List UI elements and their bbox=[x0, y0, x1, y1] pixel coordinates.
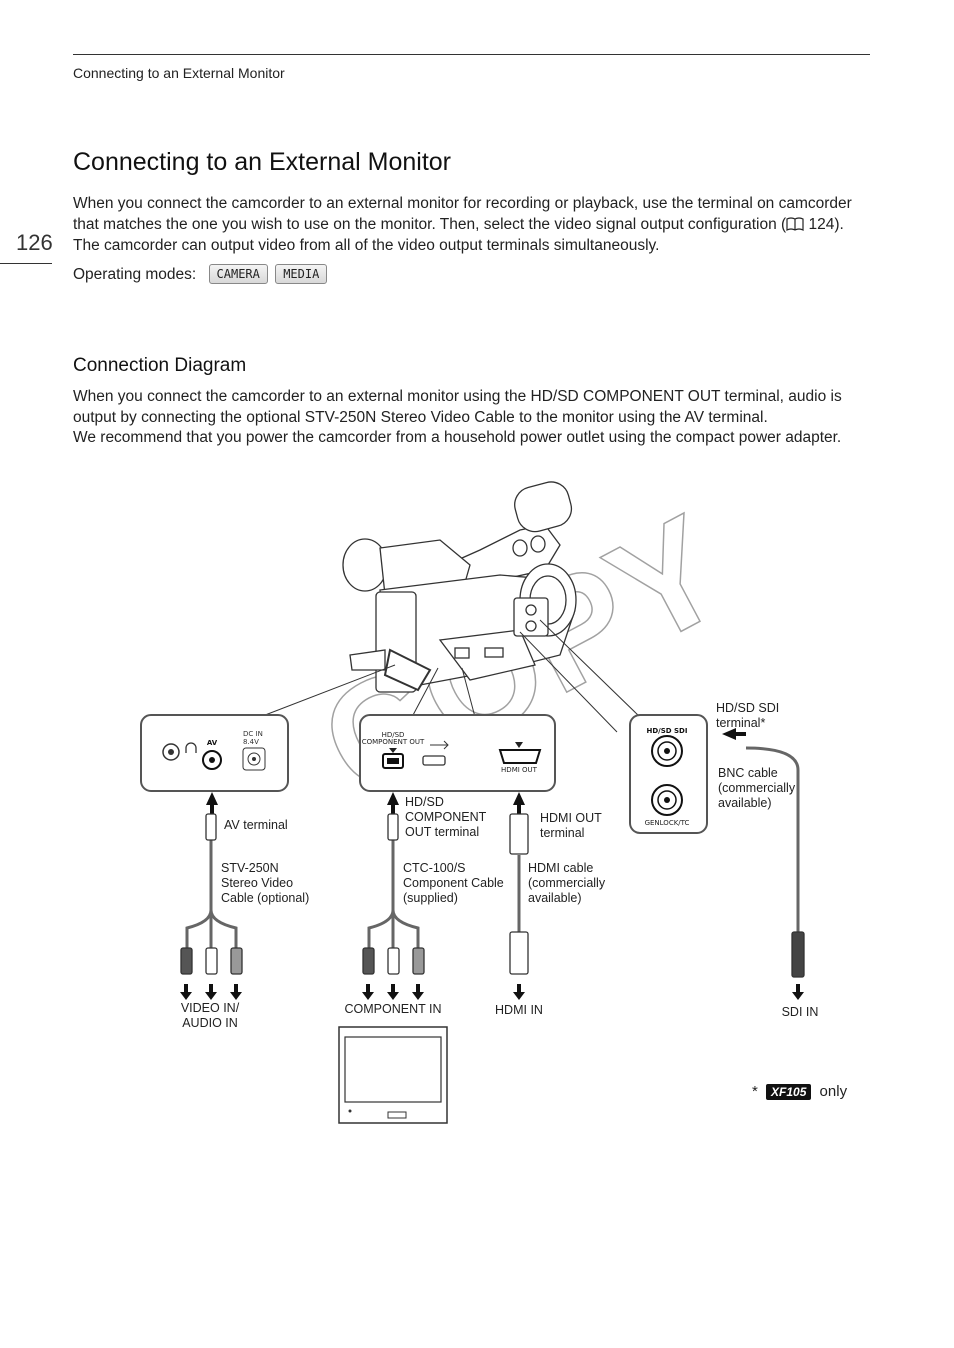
av-terminal-label: AV terminal bbox=[224, 818, 288, 832]
dc-in-label: DC IN bbox=[243, 730, 263, 738]
terminal-arrows bbox=[206, 728, 746, 814]
page-title: Connecting to an External Monitor bbox=[73, 148, 451, 176]
usb-icon bbox=[430, 740, 449, 750]
sdi-panel: HD/SD SDI GENLOCK/TC bbox=[629, 714, 708, 834]
operating-modes: Operating modes: CAMERA MEDIA bbox=[73, 264, 328, 284]
headphones-icon bbox=[185, 742, 197, 753]
diagram-paragraph-1: When you connect the camcorder to an ext… bbox=[73, 388, 842, 426]
page-number: 126 bbox=[16, 230, 53, 255]
connection-diagram: COPY bbox=[0, 470, 954, 1150]
model-badge: XF105 bbox=[766, 1084, 812, 1100]
av-panel: AV DC IN 8.4V bbox=[140, 714, 289, 792]
mode-badge-camera: CAMERA bbox=[208, 264, 268, 284]
model-footnote: * XF105 only bbox=[752, 1083, 848, 1100]
component-out-label: COMPONENT OUT bbox=[362, 738, 425, 746]
component-in-label: COMPONENT IN bbox=[344, 1002, 442, 1016]
monitor-illustration bbox=[338, 1026, 448, 1124]
mode-badge-media: MEDIA bbox=[275, 264, 328, 284]
section-heading: Connection Diagram bbox=[73, 355, 247, 376]
video-audio-in-label: VIDEO IN/AUDIO IN bbox=[180, 1001, 240, 1030]
running-header: Connecting to an External Monitor bbox=[73, 65, 285, 81]
cables bbox=[185, 746, 800, 948]
diagram-paragraph-2: We recommend that you power the camcorde… bbox=[73, 429, 842, 446]
camcorder-illustration bbox=[342, 481, 577, 693]
header-rule bbox=[73, 54, 870, 55]
ref-page[interactable]: 124 bbox=[808, 216, 835, 233]
intro-text-1: When you connect the camcorder to an ext… bbox=[73, 195, 852, 233]
page-number-rule bbox=[0, 263, 52, 264]
dc-volt-label: 8.4V bbox=[243, 738, 259, 746]
sdi-in-label: SDI IN bbox=[781, 1005, 819, 1019]
hdsd-sdi-label: HD/SD SDI bbox=[647, 727, 688, 735]
hdmi-out-label: HDMI OUT bbox=[501, 766, 538, 774]
book-icon bbox=[786, 216, 804, 233]
operating-modes-label: Operating modes: bbox=[73, 266, 197, 283]
hdsd-label: HD/SD bbox=[382, 731, 405, 739]
component-hdmi-panel: HD/SD COMPONENT OUT HDMI OUT bbox=[359, 714, 556, 792]
genlock-label: GENLOCK/TC bbox=[645, 819, 690, 827]
av-label: AV bbox=[207, 739, 218, 747]
leader-lines bbox=[259, 619, 641, 733]
plugs bbox=[180, 813, 805, 978]
input-arrows bbox=[180, 984, 804, 1000]
intro-paragraph: When you connect the camcorder to an ext… bbox=[73, 193, 873, 256]
intro-text-2: ). The camcorder can output video from a… bbox=[73, 216, 844, 254]
hdmi-in-label: HDMI IN bbox=[495, 1003, 543, 1017]
